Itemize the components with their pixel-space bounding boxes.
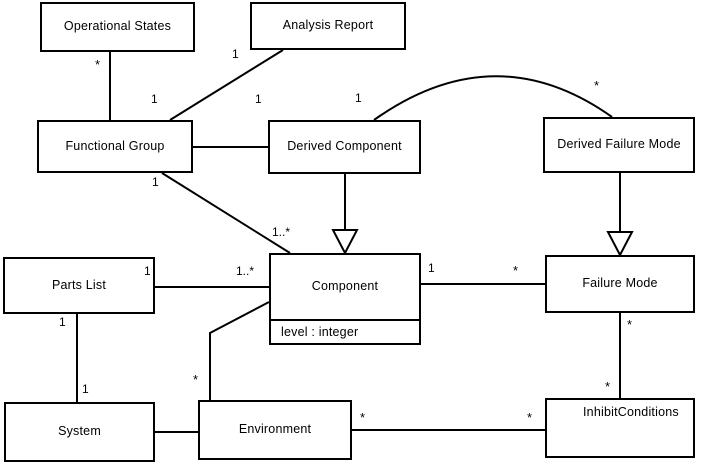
multiplicity-label-m-fg-dcomp-one: 1 <box>255 92 262 106</box>
multiplicity-label-m-fm-ic-top: * <box>627 317 633 332</box>
multiplicity-label-m-fg-ar-near-fg: 1 <box>151 92 158 106</box>
class-box-system[interactable]: System <box>4 402 155 462</box>
class-name-system: System <box>58 424 101 439</box>
class-box-failure-mode[interactable]: Failure Mode <box>545 255 695 313</box>
multiplicity-label-m-dc-dfm-star: * <box>594 78 600 93</box>
class-name-functional-group: Functional Group <box>65 138 165 153</box>
edge-functional-group--component[interactable] <box>161 172 291 254</box>
class-name-derived-failure-mode: Derived Failure Mode <box>557 137 681 152</box>
class-name-parts-list: Parts List <box>51 277 107 292</box>
edge-derived-component--derived-failure-mode[interactable] <box>373 75 613 121</box>
multiplicity-label-m-opstates-fg-star: * <box>95 57 101 72</box>
multiplicity-label-m-env-ic-left: * <box>360 410 366 425</box>
generalization-arrow-derived-failure-mode--failure-mode <box>606 231 634 258</box>
edges-group <box>76 49 621 433</box>
multiplicity-label-m-fg-comp-many: 1..* <box>272 225 291 239</box>
edge-component--environment[interactable] <box>209 301 270 400</box>
multiplicity-label-m-fg-dc-one: 1 <box>355 91 362 105</box>
class-box-functional-group[interactable]: Functional Group <box>37 120 193 173</box>
multiplicity-label-m-comp-env-star: * <box>193 372 199 387</box>
class-name-environment: Environment <box>238 422 312 437</box>
class-box-derived-failure-mode[interactable]: Derived Failure Mode <box>543 117 695 173</box>
multiplicity-label-m-fg-ar-near-ar: 1 <box>232 47 239 61</box>
multiplicity-label-m-pl-comp-many: 1..* <box>236 264 255 278</box>
class-box-analysis-report[interactable]: Analysis Report <box>250 2 406 50</box>
multiplicity-label-m-comp-fm-star: * <box>513 263 519 278</box>
class-name-failure-mode: Failure Mode <box>582 276 658 291</box>
class-name-component: Component <box>311 279 379 294</box>
multiplicity-label-m-env-ic-right: * <box>527 410 533 425</box>
class-name-derived-component: Derived Component <box>287 139 402 154</box>
multiplicity-label-m-pl-comp-one: 1 <box>144 264 151 278</box>
multiplicity-label-m-comp-fm-one: 1 <box>428 261 435 275</box>
edge-functional-group--analysis-report[interactable] <box>169 49 284 121</box>
class-name-analysis-report: Analysis Report <box>282 18 374 33</box>
multiplicity-label-m-pl-sys-top: 1 <box>59 315 66 329</box>
multiplicity-label-m-fm-ic-bottom: * <box>605 379 611 394</box>
generalization-arrowheads-group <box>331 229 634 258</box>
multiplicity-label-m-pl-sys-bottom: 1 <box>82 382 89 396</box>
class-box-component[interactable]: Component level : integer <box>269 253 421 345</box>
class-name-operational-states: Operational States <box>63 19 172 34</box>
class-attribute-component-0: level : integer <box>271 319 419 343</box>
class-box-operational-states[interactable]: Operational States <box>40 2 195 52</box>
multiplicity-label-m-fg-comp-one: 1 <box>152 175 159 189</box>
class-box-environment[interactable]: Environment <box>198 400 352 460</box>
class-box-derived-component[interactable]: Derived Component <box>268 120 421 174</box>
generalization-arrow-derived-component--component <box>331 229 359 256</box>
class-box-parts-list[interactable]: Parts List <box>3 257 155 314</box>
